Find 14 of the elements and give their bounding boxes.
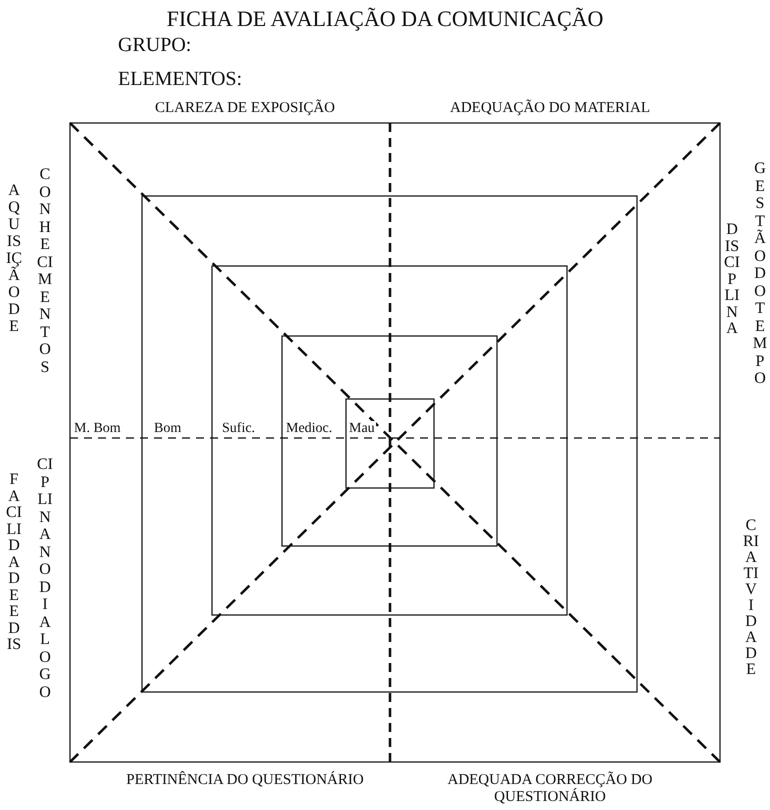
criterion-label: ADEQUAÇÃO DO MATERIAL xyxy=(449,100,651,118)
form-field-label: GRUPO: xyxy=(118,34,192,57)
criterion-label: GESTÃO DO TEMPO xyxy=(752,160,768,388)
criterion-label: AQUISIÇÃO DE xyxy=(6,182,22,335)
criterion-label: CONHECIMENTOS xyxy=(37,166,53,376)
criterion-label: DISCIPLINA xyxy=(724,222,740,338)
form-title: FICHA DE AVALIAÇÃO DA COMUNICAÇÃO xyxy=(166,6,604,32)
form-field-label: ELEMENTOS: xyxy=(118,68,242,91)
criterion-label: ADEQUADA CORRECÇÃO DO QUESTIONÁRIO xyxy=(446,772,654,806)
criterion-label: CIPLINA NO DIALOGO xyxy=(37,456,53,701)
criterion-label: FACILIDADE E DIS xyxy=(6,472,22,654)
criterion-label: CRIATIVIDADE xyxy=(743,518,759,678)
criterion-label: CLAREZA DE EXPOSIÇÃO xyxy=(154,100,336,118)
criterion-label: PERTINÊNCIA DO QUESTIONÁRIO xyxy=(125,772,365,790)
